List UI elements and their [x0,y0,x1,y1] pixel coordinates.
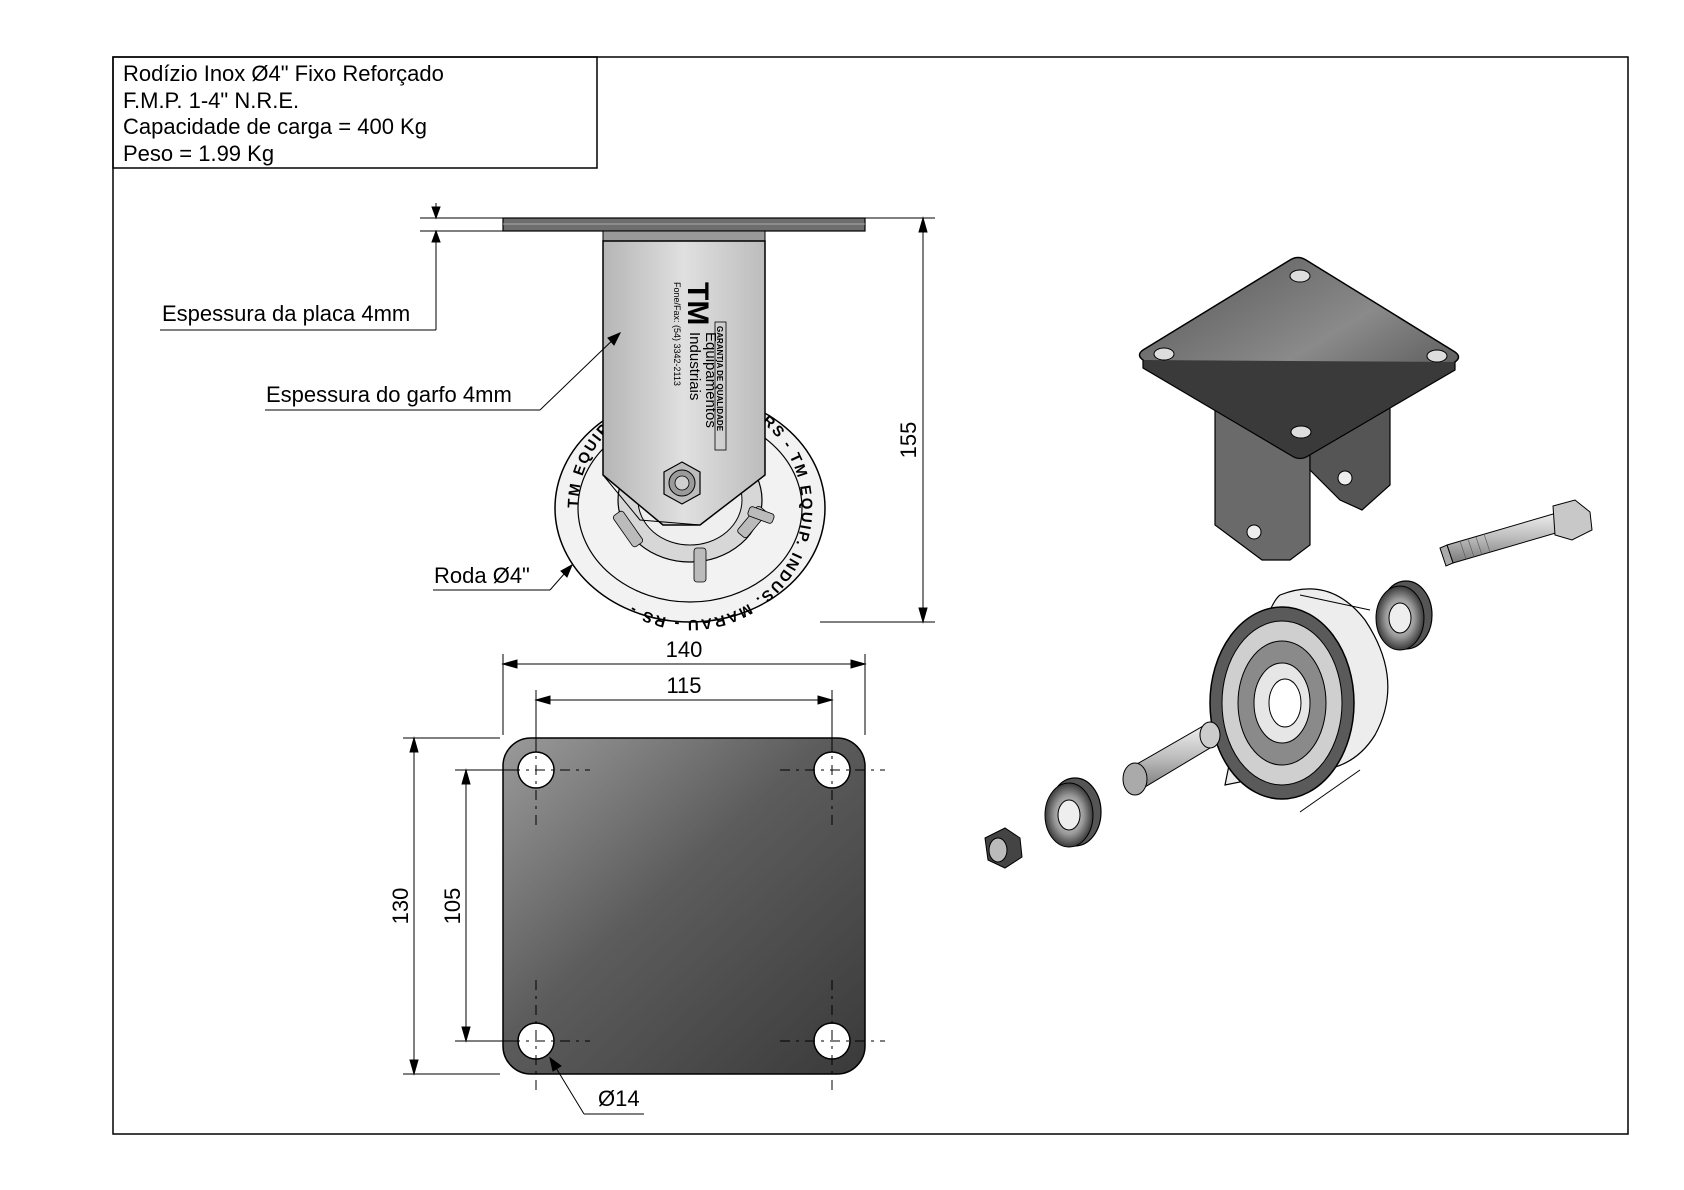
title-line-code: F.M.P. 1-4" N.R.E. [123,87,300,113]
callout-fork-thickness [265,332,622,411]
fork-engraving: TM Equipamentos Industriais Fone/Fax: (5… [672,282,727,451]
label-wheel: Roda Ø4" [434,563,530,588]
engraving-logo: TM [681,282,714,325]
front-view: TM EQUIP. INDUS. MARAU - RS - TM EQUIP. … [160,203,935,633]
sheet-border [112,56,1629,1135]
title-block-frame [112,56,598,169]
callout-plate-thickness [160,203,503,331]
plate-top-view: 140 115 130 105 [388,637,885,1115]
engraving-company-2: Industriais [686,332,703,400]
grease-nipple [747,506,775,524]
title-line-product: Rodízio Inox Ø4" Fixo Reforçado [123,61,444,86]
iso-bearing-right [1375,580,1433,651]
iso-nut [984,827,1023,869]
dim-hole-spacing-x: 115 [666,673,701,698]
dim-hole-spacing-y: 105 [440,888,465,925]
iso-bearing-left [1044,777,1102,848]
title-line-capacity: Capacidade de carga = 400 Kg [123,114,427,139]
title-line-weight: Peso = 1.99 Kg [123,140,275,166]
plate [502,737,866,1075]
dim-plate-depth: 130 [388,888,413,925]
label-fork-thickness: Espessura do garfo 4mm [266,382,512,407]
label-plate-thickness: Espessura da placa 4mm [162,301,410,326]
callout-wheel [433,563,574,591]
dim-overall-height: 155 [896,422,921,459]
iso-axle [1122,721,1221,796]
dim-height [820,216,935,624]
title-block: Rodízio Inox Ø4" Fixo Reforçado F.M.P. 1… [113,57,597,168]
iso-bolt [1439,499,1593,567]
weld-bead [602,230,766,242]
engraving-phone: Fone/Fax: (54) 3342-2113 [672,282,682,386]
engraving-badge: GARANTIA DE QUALIDADE [715,326,724,432]
isometric-view [984,256,1593,869]
dim-plate-width: 140 [666,637,703,662]
iso-wheel [1209,588,1389,813]
dim-hole-diameter: Ø14 [598,1086,640,1111]
